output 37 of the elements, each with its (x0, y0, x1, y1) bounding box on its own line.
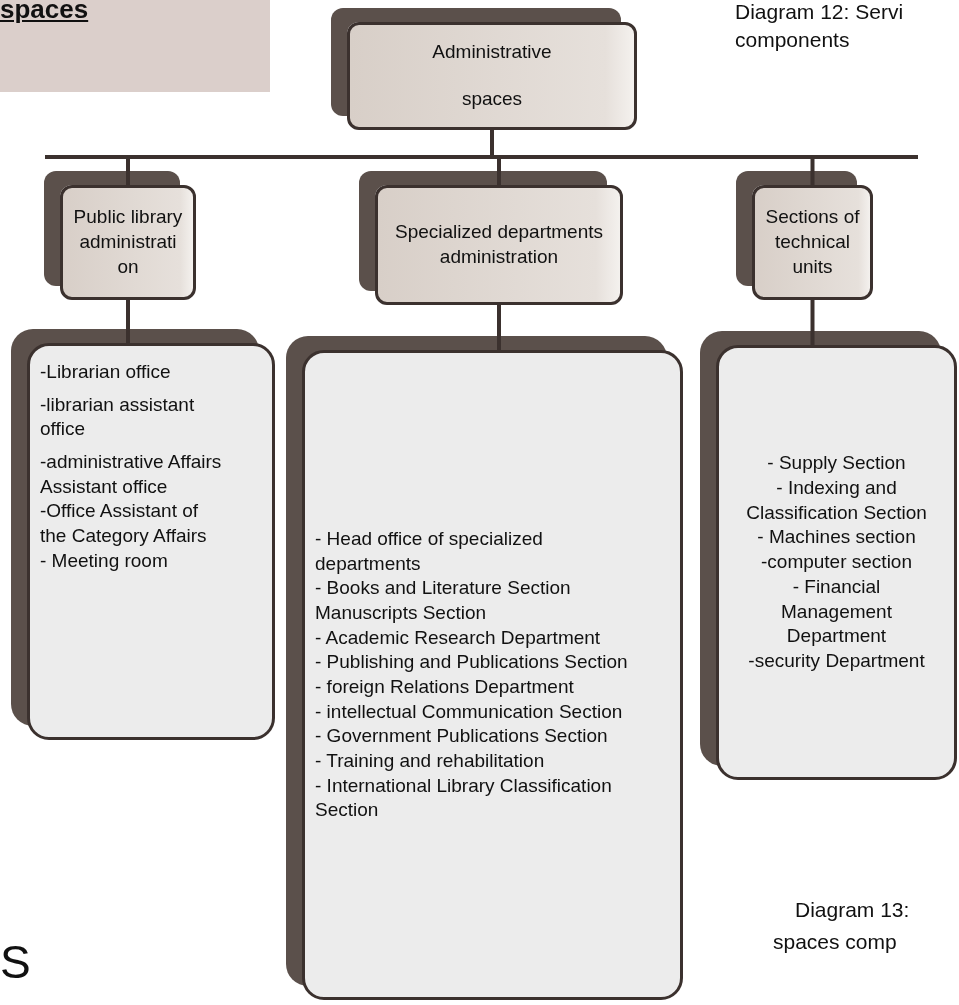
box-label: spaces (461, 87, 523, 112)
list-text: - Government Publications Section (315, 724, 609, 749)
list-text: Assistant office (40, 474, 169, 499)
list-text: - International Library Classification Section (315, 773, 613, 823)
list-text: - Machines section (756, 525, 917, 550)
list-text: -Librarian office (40, 360, 172, 384)
list-text: - Training and rehabilitation (315, 749, 546, 774)
caption-text: spaces comp (773, 930, 897, 954)
list-text: -computer section (760, 550, 913, 575)
box-label: Specialized departments administration (393, 220, 605, 269)
caption-text: S (0, 935, 31, 989)
connector-line (497, 305, 501, 350)
list-text: - Financial Management Department (780, 574, 893, 649)
list-text: - Academic Research Department (315, 625, 602, 650)
list-text: Manuscripts Section (315, 600, 488, 625)
connector-line (810, 300, 815, 345)
list-text: - Head office of specialized departments (315, 526, 544, 576)
list-text: - Supply Section (766, 451, 907, 476)
list-text: - Meeting room (40, 548, 169, 573)
list-text: -security Department (747, 648, 926, 673)
list-text: -Office Assistant of the Category Affairs (40, 499, 208, 549)
list-text: - foreign Relations Department (315, 675, 575, 699)
box-label: Public library administrati on (72, 205, 184, 279)
box-label: Sections of technical units (764, 205, 861, 279)
heading-text: spaces (0, 0, 89, 25)
caption-text: Diagram 12: Servi (735, 0, 904, 24)
connector-line (490, 130, 815, 185)
list-text: - Books and Literature Section (315, 576, 572, 601)
list-text: -librarian assistant office (40, 392, 196, 442)
list-text: -administrative Affairs (40, 450, 223, 475)
caption-text: components (735, 28, 850, 52)
connector-line (126, 300, 130, 343)
list-text: - Indexing and Classification Section (745, 476, 928, 525)
box-label: Administrative (432, 40, 552, 65)
caption-text: Diagram 13: (795, 898, 910, 922)
list-text: - Publishing and Publications Section (315, 650, 629, 675)
list-text: - intellectual Communication Section (315, 699, 624, 724)
